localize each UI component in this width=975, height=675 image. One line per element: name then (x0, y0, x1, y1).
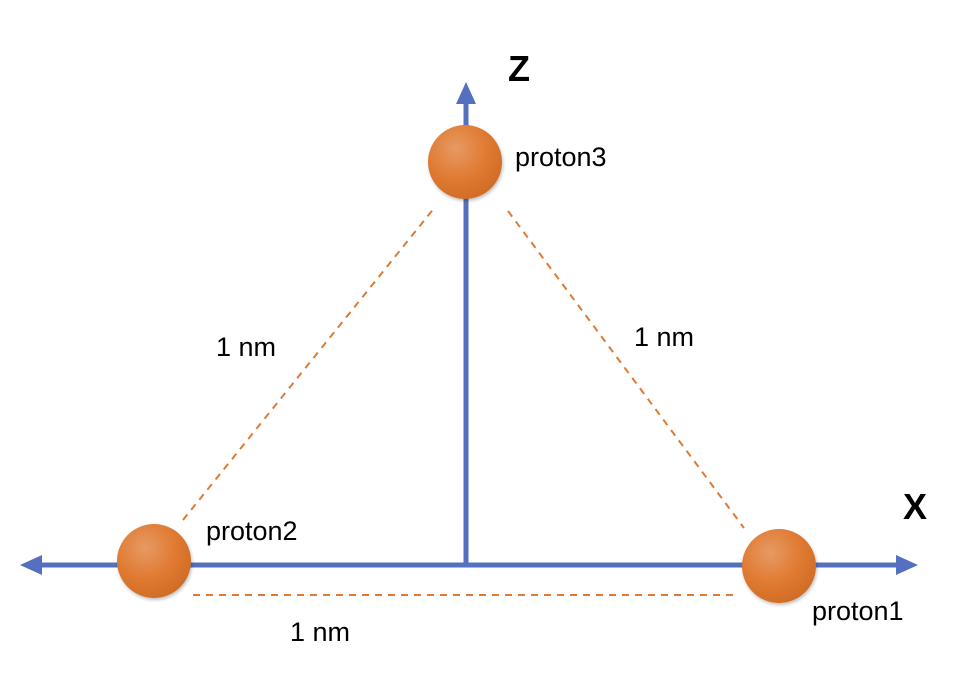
proton2-sphere (117, 524, 191, 598)
base-distance-label: 1 nm (290, 617, 350, 647)
x-axis-label: X (903, 486, 927, 527)
right-distance-line (507, 210, 745, 529)
x-axis-right-arrowhead (896, 555, 918, 575)
z-axis-arrowhead (456, 82, 476, 104)
proton1-sphere (742, 529, 816, 603)
proton3-label: proton3 (515, 142, 607, 172)
proton3-sphere (428, 125, 502, 199)
z-axis-label: Z (508, 48, 530, 89)
left-distance-line (182, 206, 436, 521)
proton1-label: proton1 (812, 596, 904, 626)
x-axis-left-arrowhead (20, 555, 42, 575)
left-distance-label: 1 nm (216, 332, 276, 362)
right-distance-label: 1 nm (634, 322, 694, 352)
proton2-label: proton2 (206, 516, 298, 546)
